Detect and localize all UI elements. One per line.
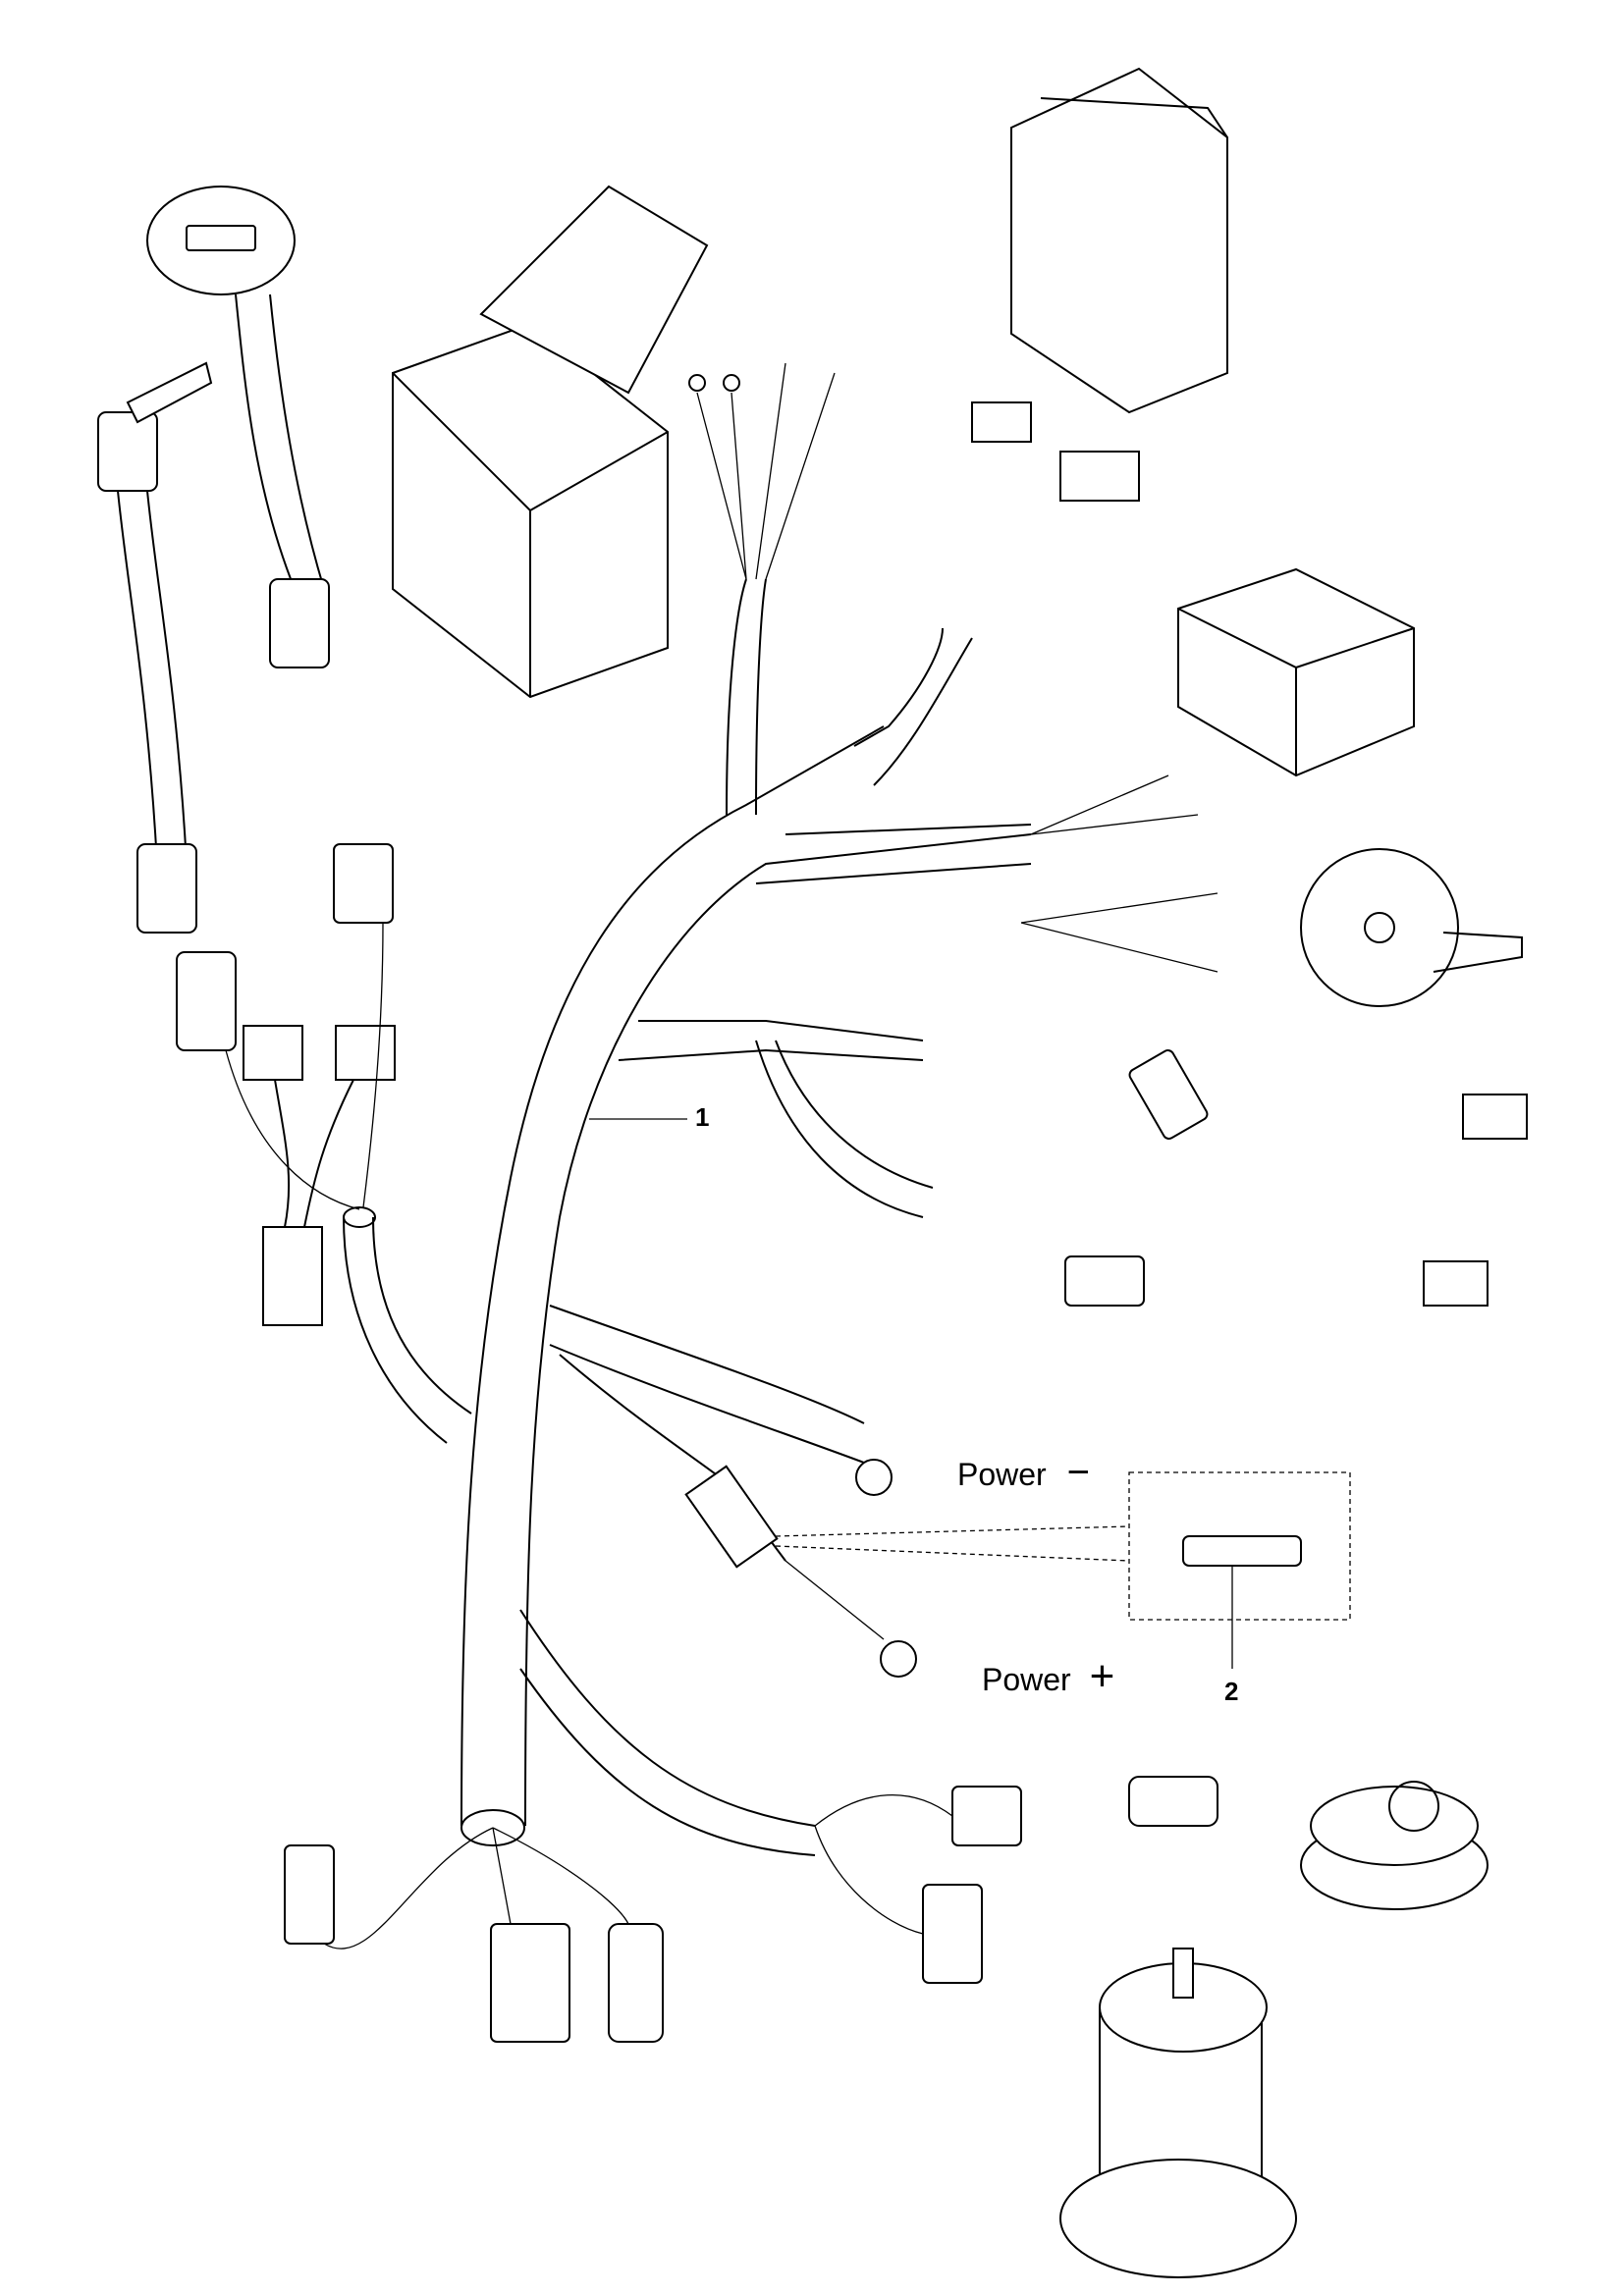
- controller-plug-small: [971, 401, 1032, 443]
- plus-icon: +: [1089, 1652, 1115, 1700]
- spade-wires-2: [1020, 892, 1218, 973]
- connector-left-1: [176, 951, 237, 1051]
- connector-bottom-3: [608, 1923, 664, 2043]
- horn: [1300, 848, 1523, 1007]
- harness-end: [460, 1809, 525, 1846]
- battery-charger: [392, 185, 709, 699]
- callout-1: 1: [695, 1102, 710, 1132]
- sensor-1: [1462, 1094, 1528, 1140]
- battery-gauge: [146, 186, 330, 668]
- fuse-detail: [775, 1471, 1351, 1669]
- motor-controller: [1010, 67, 1228, 414]
- power-positive-label: Power +: [982, 1652, 1114, 1701]
- key-switch: [97, 361, 213, 934]
- micro-switches: [243, 1025, 396, 1326]
- controller-plug-large: [1059, 451, 1140, 502]
- sensor-connector-1: [1128, 1049, 1209, 1140]
- connector-bottom-5: [951, 1786, 1022, 1846]
- power-negative-text: Power: [957, 1457, 1047, 1492]
- spade-wires-1: [1030, 774, 1199, 835]
- fuse-holder: [559, 1354, 917, 1678]
- power-positive-text: Power: [982, 1662, 1071, 1697]
- contactor: [1177, 567, 1415, 777]
- power-negative-label: Power −: [957, 1451, 1090, 1495]
- fuse-icon: [1182, 1535, 1302, 1567]
- callout-2: 2: [1224, 1677, 1239, 1706]
- sensor-connector-2: [1064, 1255, 1145, 1307]
- connector-bottom-4: [922, 1884, 983, 1984]
- main-harness: [343, 578, 1032, 1856]
- minus-icon: −: [1066, 1451, 1090, 1494]
- electromagnetic-brake: [1128, 1776, 1489, 1910]
- charger-terminals: [688, 362, 836, 580]
- sensor-2: [1423, 1260, 1489, 1307]
- connector-bottom-2: [490, 1923, 570, 2043]
- drive-motor: [1059, 1948, 1297, 2278]
- connector-left-2: [333, 843, 394, 924]
- ring-terminal-negative: [855, 1459, 893, 1496]
- connector-bottom-1: [284, 1844, 335, 1945]
- ring-terminal-positive: [880, 1640, 917, 1678]
